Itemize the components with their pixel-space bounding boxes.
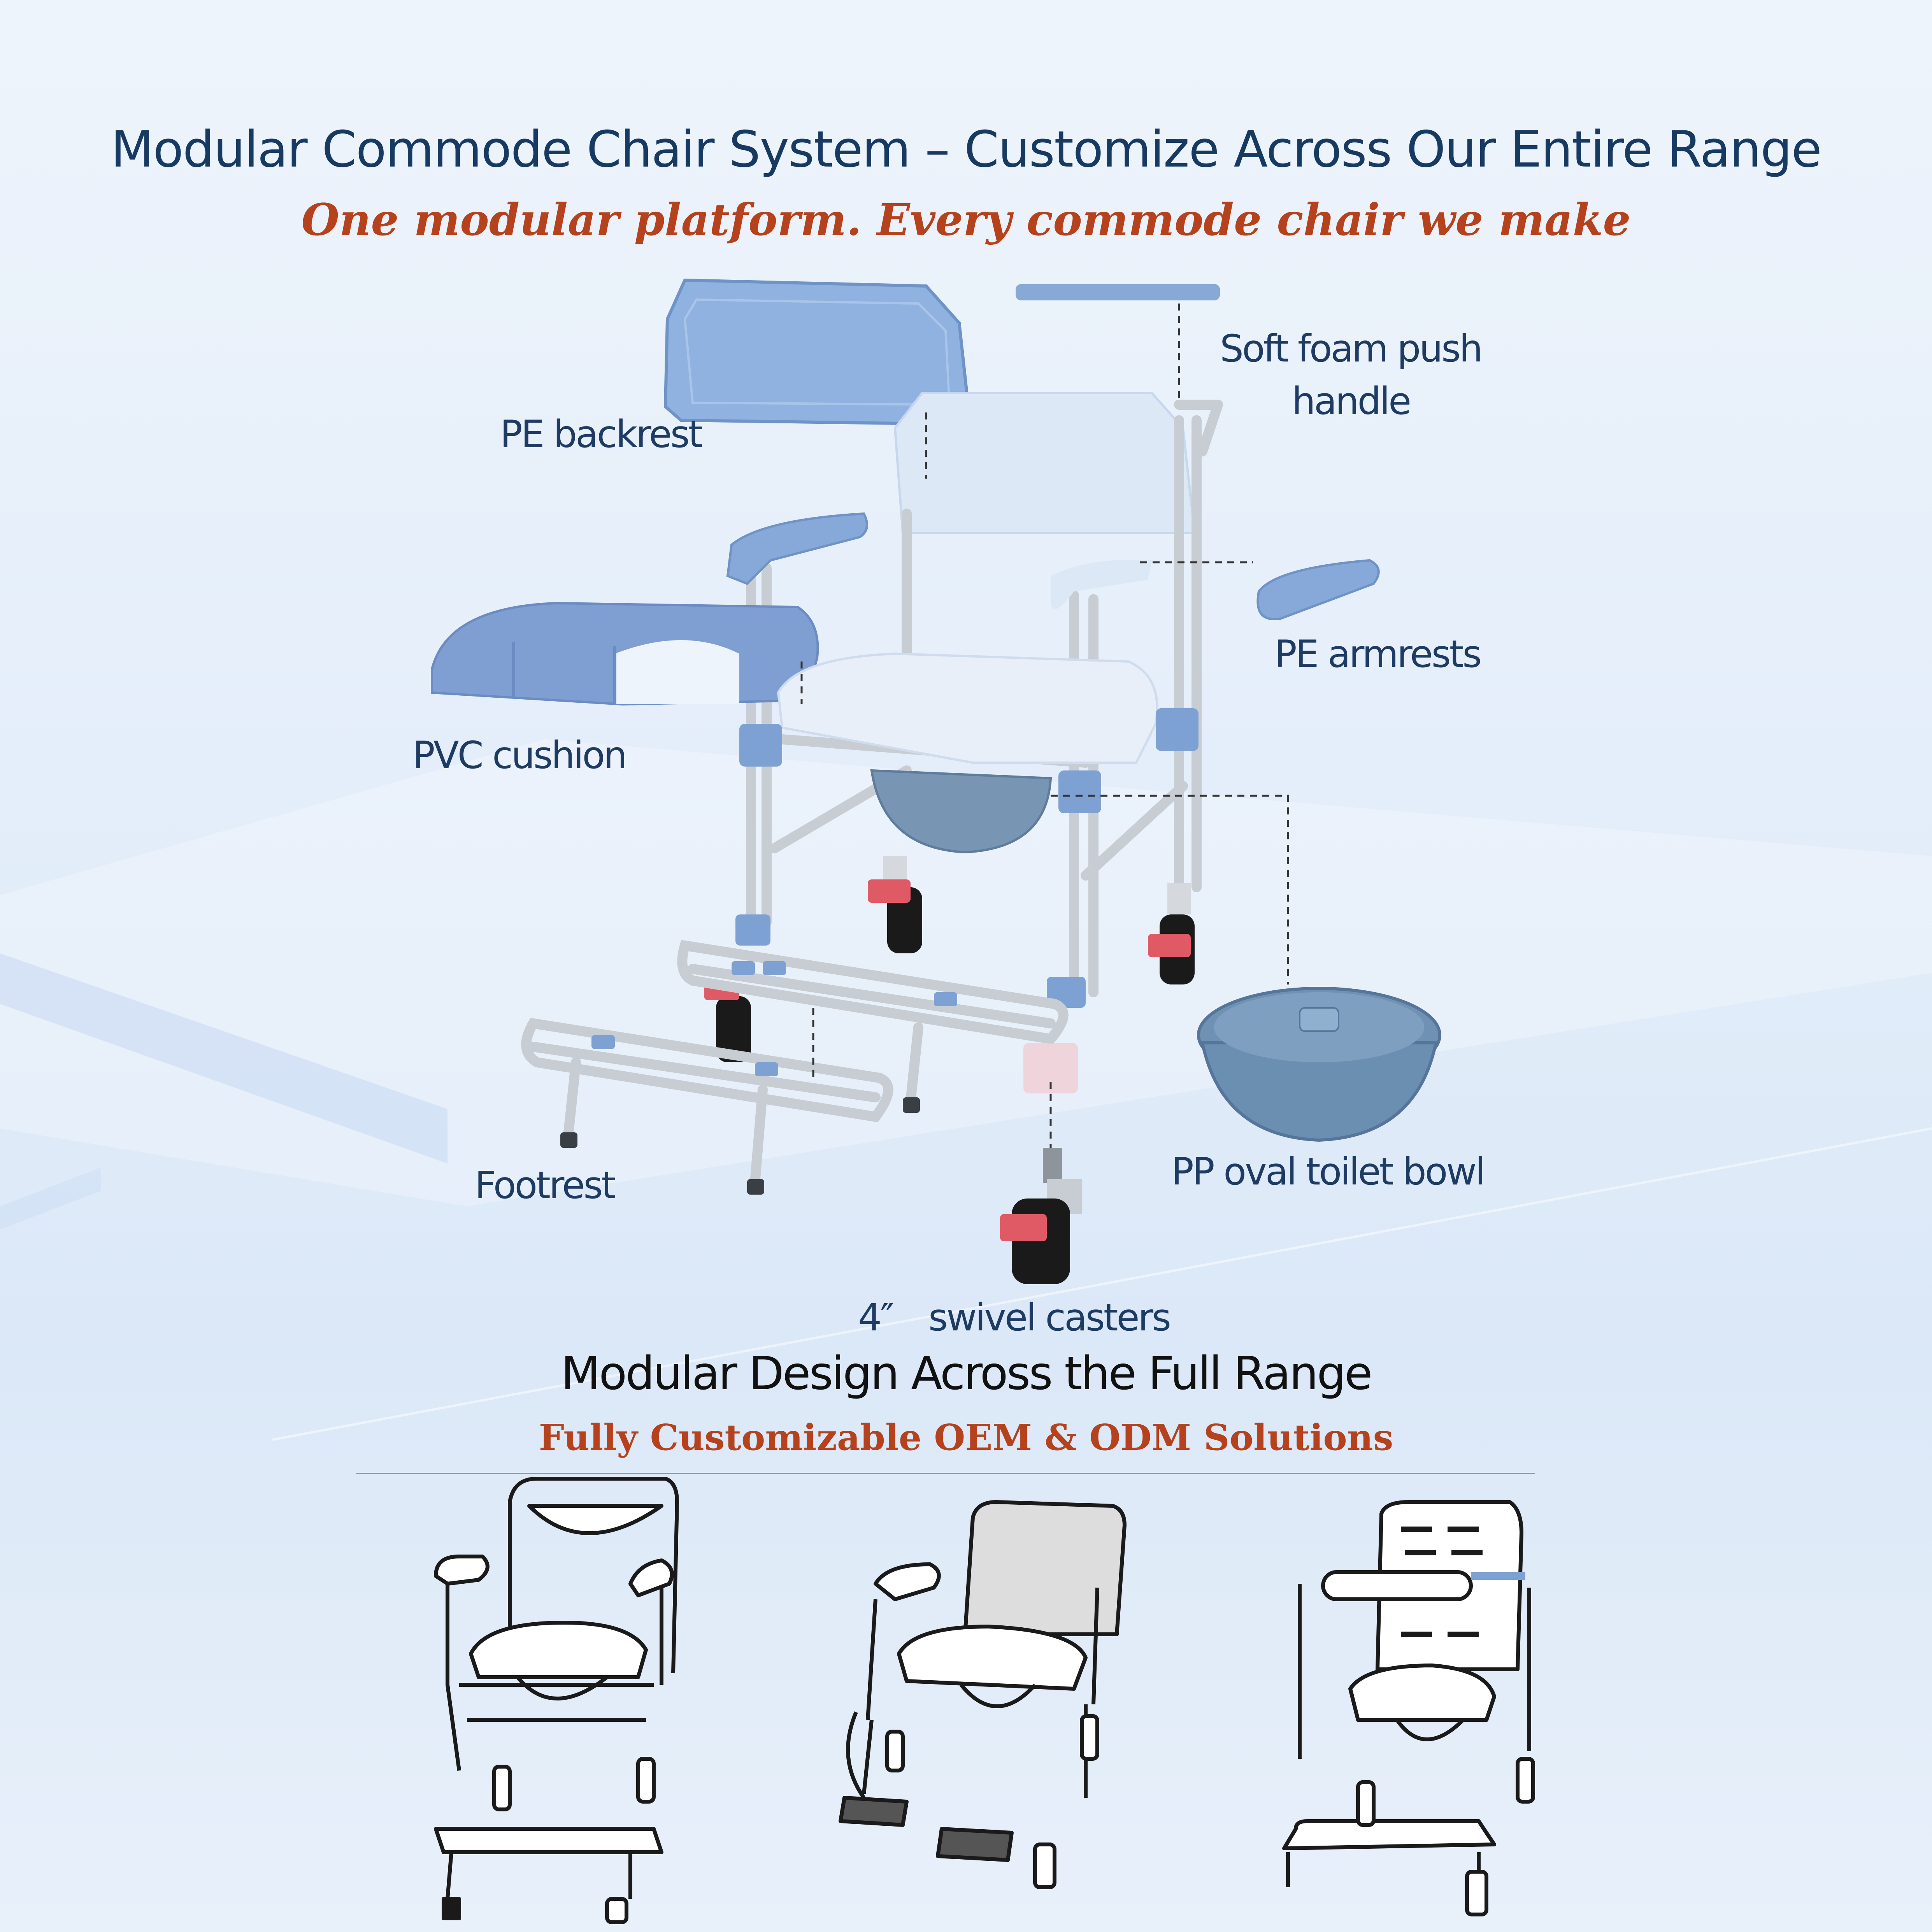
armrests-label: PE armrests bbox=[1274, 632, 1482, 676]
range-subtitle: Fully Customizable OEM & ODM Solutions bbox=[539, 1416, 1393, 1458]
left-armrest-part bbox=[726, 512, 868, 585]
push-handle-label-line1: Soft foam push bbox=[1220, 327, 1483, 370]
toilet-bowl-part bbox=[1197, 987, 1441, 1142]
footrest-label: Footrest bbox=[475, 1163, 616, 1207]
chair-variant-3 bbox=[1282, 1500, 1535, 1916]
casters-label: 4″ swivel casters bbox=[858, 1296, 1171, 1339]
divider bbox=[356, 1473, 1535, 1474]
chair-bowl bbox=[870, 769, 1052, 854]
range-title: Modular Design Across the Full Range bbox=[561, 1346, 1372, 1400]
cushion-label: PVC cushion bbox=[412, 733, 627, 777]
page-title: Modular Commode Chair System – Customize… bbox=[111, 121, 1822, 179]
page-subtitle: One modular platform. Every commode chai… bbox=[301, 195, 1631, 246]
backrest-label: PE backrest bbox=[500, 412, 703, 456]
chair-variant-2 bbox=[839, 1500, 1127, 1889]
toilet-bowl-label: PP oval toilet bowl bbox=[1171, 1150, 1486, 1193]
push-handle-label-line2: handle bbox=[1292, 379, 1411, 423]
cushion-part bbox=[431, 602, 819, 706]
footrest-part bbox=[521, 940, 1069, 1188]
right-armrest-part bbox=[1256, 559, 1380, 621]
caster-part bbox=[1000, 1148, 1082, 1284]
push-handle-part bbox=[1016, 284, 1220, 300]
chair-variant-1 bbox=[434, 1477, 679, 1924]
